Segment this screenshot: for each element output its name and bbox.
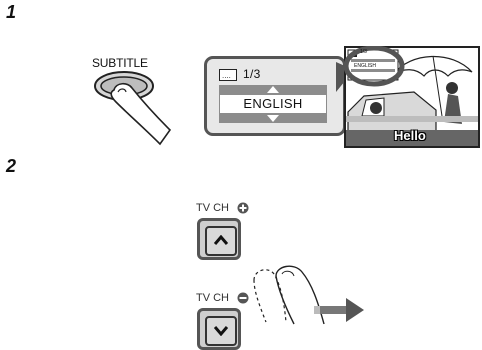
- tv-ch-up-button[interactable]: [205, 226, 237, 256]
- osd-down-bar: [219, 114, 327, 123]
- up-triangle-icon: [267, 86, 279, 93]
- step-1-number: 1: [6, 2, 16, 23]
- mini-osd-track: 1/3: [360, 49, 367, 55]
- svg-text:....: ....: [222, 72, 231, 80]
- tv-ch-down-button-frame: [197, 308, 241, 350]
- osd-up-bar: [219, 85, 327, 94]
- tv-ch-down-text: TV CH: [196, 292, 229, 304]
- chevron-up-icon: [214, 235, 228, 245]
- tv-ch-up-text: TV CH: [196, 202, 229, 214]
- osd-language: ENGLISH: [243, 96, 302, 111]
- mini-osd-language: ENGLISH: [354, 63, 376, 69]
- chevron-down-icon: [214, 326, 228, 336]
- osd-language-field: ENGLISH: [219, 94, 327, 114]
- tv-ch-up-label: TV CH: [196, 202, 229, 214]
- subtitle-button-illustration[interactable]: [94, 70, 184, 150]
- osd-track-indicator: 1/3: [243, 67, 261, 81]
- tv-ch-up-button-frame: [197, 218, 241, 260]
- down-triangle-icon: [267, 115, 279, 122]
- subtitle-icon: ....: [219, 69, 237, 81]
- step-2-number: 2: [6, 156, 16, 177]
- plus-circle-icon: [237, 202, 249, 214]
- subtitle-osd-panel: .... 1/3 ENGLISH: [204, 56, 346, 136]
- tv-subtitle-text: Hello: [394, 128, 426, 143]
- subtitle-button-label: SUBTITLE: [92, 56, 148, 70]
- tv-ch-down-button[interactable]: [205, 316, 237, 346]
- finger-swipe-illustration: [240, 262, 370, 332]
- tv-ch-down-label: TV CH: [196, 292, 229, 304]
